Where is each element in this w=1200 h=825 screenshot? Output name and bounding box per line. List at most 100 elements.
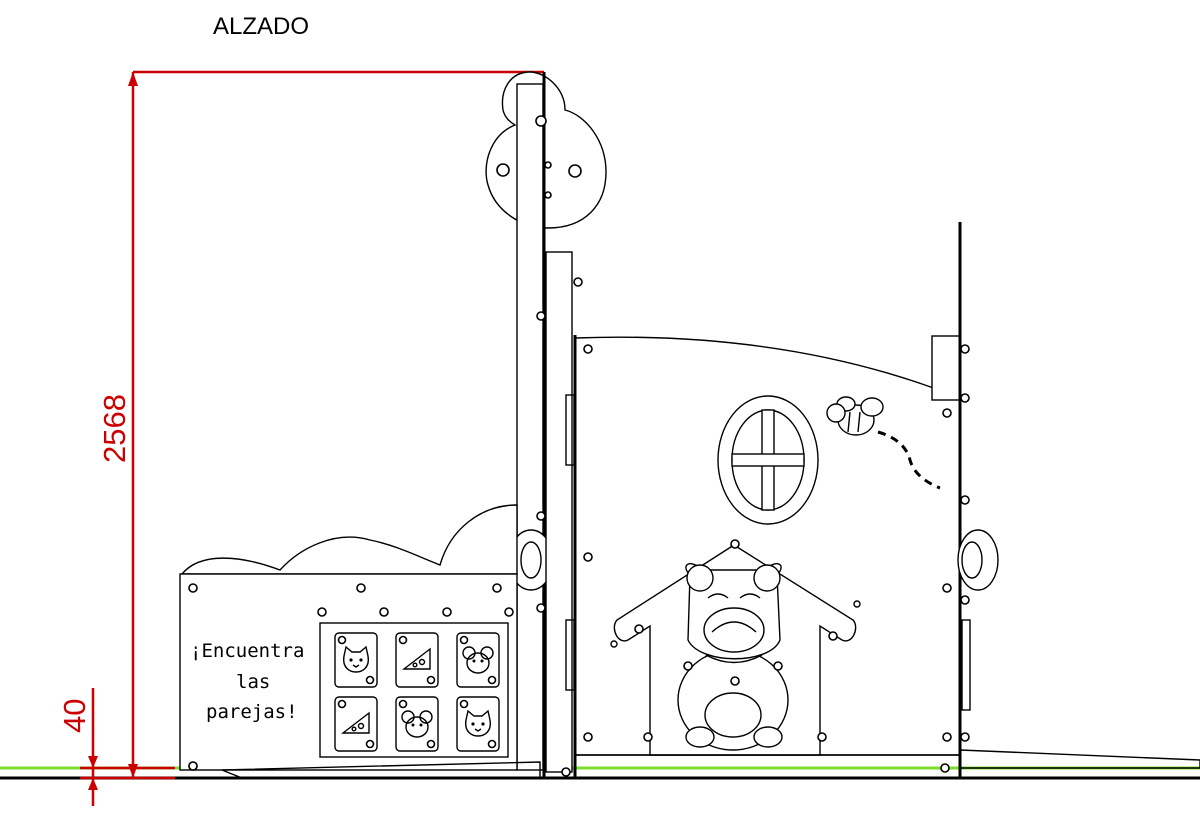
bulldog-collar — [705, 654, 763, 664]
memory-tile — [456, 696, 500, 752]
bee-stripe — [847, 411, 851, 433]
bolt — [573, 277, 583, 287]
bolt — [379, 607, 389, 617]
bolt — [960, 495, 970, 505]
handle-right — [957, 529, 999, 591]
bolt — [536, 603, 546, 613]
bolt — [426, 739, 436, 749]
bolt — [459, 635, 469, 645]
bolt — [568, 164, 582, 178]
rivet — [610, 640, 618, 648]
house-front — [573, 222, 999, 778]
bolt — [960, 344, 970, 354]
tall-post — [485, 71, 607, 778]
height-dimension-value: 2568 — [97, 394, 132, 463]
bolt — [544, 161, 552, 169]
base-plates — [188, 749, 1200, 779]
height-dimension-arrow-bottom — [128, 764, 138, 778]
memory-tile — [334, 696, 378, 752]
bulldog-muzzle — [703, 607, 765, 653]
memory-tile — [456, 632, 500, 688]
bolt — [188, 583, 198, 593]
bolt — [487, 739, 497, 749]
middle-post — [545, 251, 583, 773]
tall-post-body — [516, 83, 544, 771]
height-dimension-arrow-top — [128, 72, 138, 86]
mouse-icon — [401, 710, 433, 738]
bolt — [634, 624, 644, 634]
bolt — [773, 661, 783, 671]
cloud-top-panel — [485, 71, 607, 229]
bolt — [365, 739, 375, 749]
bulldog-belly — [704, 692, 762, 738]
bolt — [317, 607, 327, 617]
bulldog-brow — [707, 593, 729, 599]
tiles-frame — [319, 622, 509, 758]
bolt — [942, 732, 952, 742]
view-title: ALZADO — [213, 13, 309, 40]
bolt — [583, 344, 593, 354]
bolt — [442, 607, 452, 617]
bolt — [459, 699, 469, 709]
clearance-dimension: 40 — [57, 688, 175, 806]
cloud-crest — [180, 504, 518, 575]
height-dimension: 2568 — [97, 70, 544, 778]
bolt — [643, 732, 653, 742]
house-right-bracket — [961, 619, 971, 711]
cheese-icon — [340, 711, 370, 734]
tile-frame — [395, 632, 439, 688]
bolt — [188, 761, 198, 771]
bolt — [536, 311, 546, 321]
panel-text-line2: las — [236, 671, 270, 693]
bolt — [398, 635, 408, 645]
clearance-arrow-bottom — [88, 778, 98, 790]
bolt — [535, 115, 547, 127]
bulldog-mouth — [711, 621, 757, 633]
bolt — [536, 511, 546, 521]
oval-window — [717, 395, 819, 525]
bolt — [828, 631, 838, 641]
memory-tile — [395, 696, 439, 752]
bolt — [960, 732, 970, 742]
bulldog-paw — [753, 726, 783, 748]
bolt — [730, 539, 740, 549]
house-base — [574, 754, 961, 779]
memory-tile — [395, 632, 439, 688]
bee-stripe — [857, 411, 861, 433]
bolt — [960, 595, 970, 605]
bolt — [544, 191, 552, 199]
window-mullion-horizontal — [731, 453, 805, 467]
bolt — [426, 675, 436, 685]
clearance-arrow-top — [88, 756, 98, 768]
bolt — [356, 583, 366, 593]
bolt — [942, 408, 952, 418]
bolt — [683, 661, 693, 671]
bolt — [942, 583, 952, 593]
bolt — [561, 767, 571, 777]
bee-figure — [826, 396, 941, 490]
cat-icon — [464, 709, 492, 737]
base-plate-left — [221, 761, 541, 779]
game-panel: ¡Encuentra las parejas! — [179, 573, 518, 771]
bee-flight-path — [877, 430, 941, 490]
base-plate-right — [959, 749, 1200, 769]
bolt — [365, 675, 375, 685]
mouse-icon — [462, 646, 494, 674]
memory-tile — [334, 632, 378, 688]
bolt — [492, 583, 502, 593]
bulldog-figure — [677, 562, 789, 751]
handle-left-hole — [520, 541, 542, 579]
handle-right-hole — [961, 541, 983, 579]
bolt — [398, 699, 408, 709]
cat-icon — [342, 645, 370, 673]
rivet — [853, 600, 861, 608]
bulldog-ear — [686, 564, 714, 592]
bulldog-ear — [753, 564, 781, 592]
tile-frame — [334, 696, 378, 752]
bolt — [730, 676, 740, 686]
bolt — [504, 607, 514, 617]
bolt — [337, 699, 347, 709]
bee-wing — [860, 397, 884, 417]
bolt — [940, 763, 950, 773]
